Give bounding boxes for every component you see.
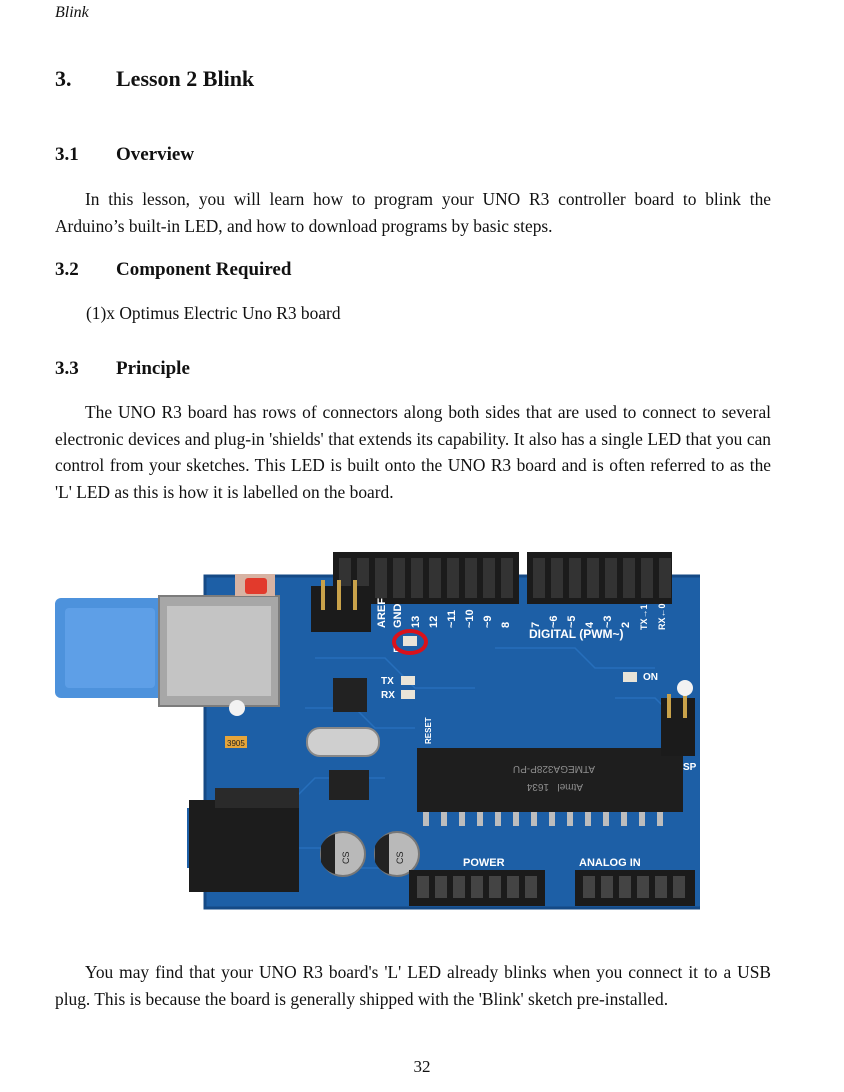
highlight-ring [392, 629, 428, 655]
reset-label: RESET [424, 717, 433, 744]
analog-in-label: ANALOG IN [579, 857, 641, 869]
icsp-label: ICSP [673, 762, 697, 773]
pin-label: TX→1 [639, 604, 649, 630]
section-number: 3.1 [55, 144, 79, 165]
pin-label: ~3 [602, 615, 614, 628]
section-title: Overview [116, 144, 195, 165]
cap-brand-label: CS [395, 851, 405, 864]
pin-label: 12 [428, 616, 440, 628]
pin-label: 4 [584, 621, 596, 628]
atmega-chip [417, 748, 683, 812]
rx-label: RX [381, 690, 395, 701]
gnd-label: GND [392, 604, 404, 629]
power-label: POWER [463, 857, 505, 869]
section-number: 3.3 [55, 358, 79, 379]
section-title: Component Required [116, 259, 292, 280]
principle-paragraph: The UNO R3 board has rows of connectors … [55, 399, 771, 505]
pin-label: 2 [620, 622, 632, 628]
pin-label: RX←0 [657, 603, 667, 630]
running-header: Blink [55, 4, 89, 21]
overview-paragraph: In this lesson, you will learn how to pr… [55, 186, 771, 239]
chip-label: ATMEGA328P-PU [513, 763, 595, 774]
aref-label: AREF [376, 598, 388, 628]
on-led [623, 672, 637, 682]
pin-label: ~10 [464, 609, 476, 628]
cap-brand-label: CS [341, 851, 351, 864]
chapter-number: 3. [55, 66, 72, 91]
l-led [403, 636, 417, 646]
pin-label: ~9 [482, 615, 494, 628]
section-heading-overview: 3.1 Overview [55, 144, 455, 168]
pin-label: ~6 [548, 615, 560, 628]
pin-label: ~5 [566, 615, 578, 628]
digital-label: DIGITAL (PWM~) [529, 627, 624, 641]
page-number: 32 [413, 1057, 431, 1076]
dc-power-jack [189, 800, 299, 892]
after-image-text: You may find that your UNO R3 board's 'L… [55, 962, 771, 1009]
on-label: ON [643, 672, 658, 683]
tx-label: TX [381, 676, 394, 687]
crystal [306, 727, 380, 757]
capacitors [320, 831, 420, 877]
chip-code: 1634 [526, 781, 549, 792]
principle-text: The UNO R3 board has rows of connectors … [55, 402, 771, 502]
crystal-code: 3905 [227, 739, 245, 748]
section-heading-principle: 3.3 Principle [55, 358, 455, 382]
atmel-label: Atmel [557, 781, 583, 792]
pin-label: 13 [410, 616, 422, 628]
icsp-header-right [661, 698, 695, 756]
chapter-title: Lesson 2 Blink [116, 66, 255, 91]
overview-text: In this lesson, you will learn how to pr… [55, 189, 771, 236]
pin-label: ~11 [446, 610, 458, 628]
usb-chip [333, 678, 367, 712]
pin-label: 7 [530, 622, 542, 628]
section-title: Principle [116, 358, 190, 379]
pin-label: 8 [500, 622, 512, 628]
uno-r3-board-photo: AREF GND 13 12 ~11 ~10 ~9 8 7 ~6 ~5 4 ~3… [55, 552, 700, 910]
after-image-paragraph: You may find that your UNO R3 board's 'L… [55, 959, 771, 1012]
component-item: (1)x Optimus Electric Uno R3 board [86, 303, 341, 323]
section-heading-components: 3.2 Component Required [55, 259, 455, 283]
section-number: 3.2 [55, 259, 79, 280]
reset-button [245, 578, 267, 594]
